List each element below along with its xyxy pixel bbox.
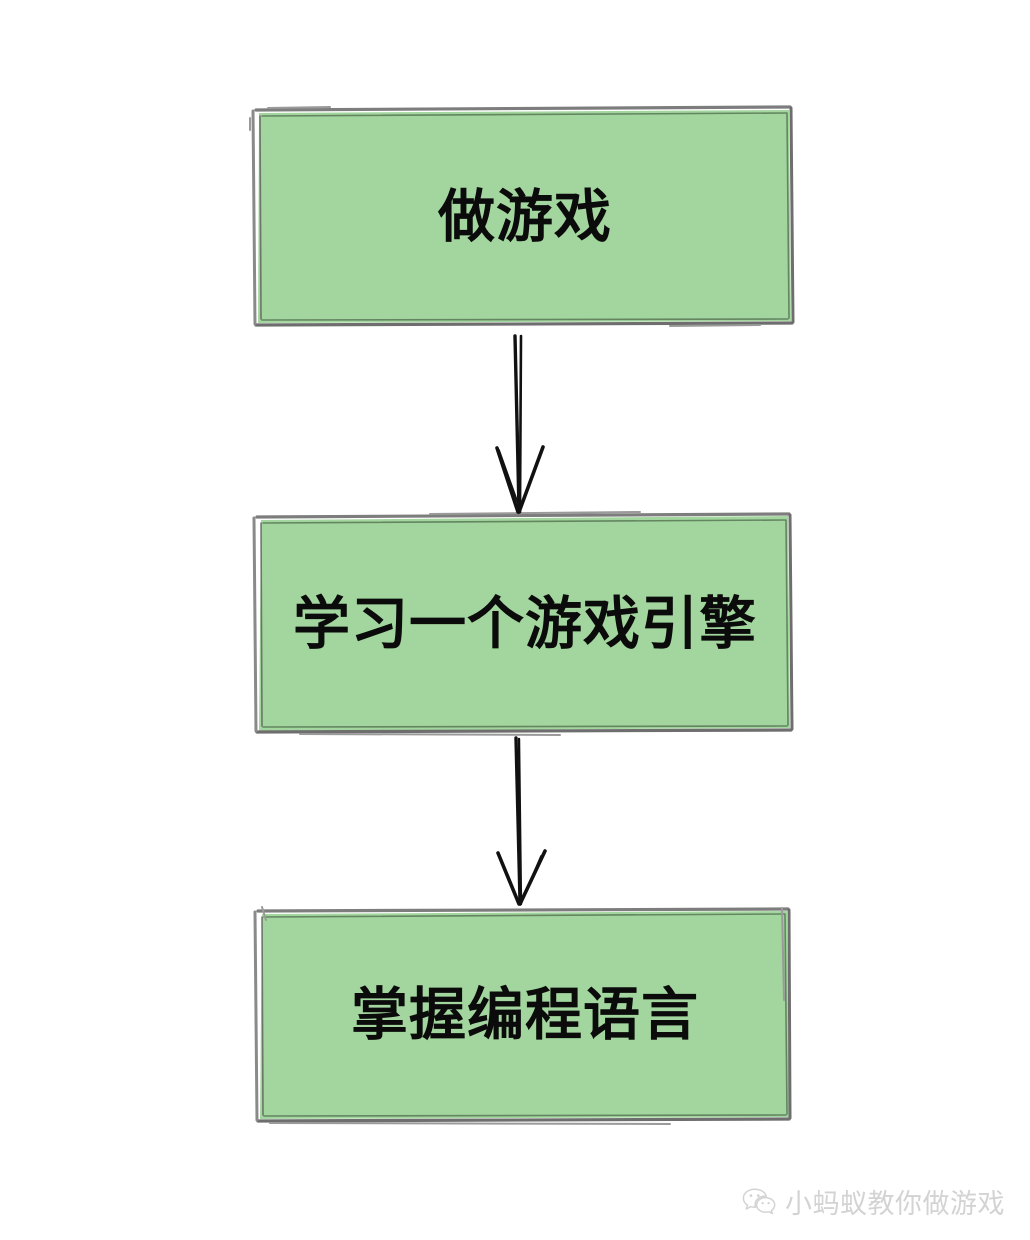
- edge-2-arrow: [496, 736, 547, 906]
- watermark-text: 小蚂蚁教你做游戏: [785, 1189, 1005, 1219]
- edge-1-arrow: [495, 334, 545, 514]
- node-2-label: 学习一个游戏引擎: [293, 591, 757, 656]
- node-3-label: 掌握编程语言: [351, 982, 699, 1047]
- flow-node-make-game[interactable]: 做游戏: [252, 106, 798, 328]
- wechat-icon: [742, 1187, 776, 1214]
- flow-node-master-programming-language[interactable]: 掌握编程语言: [252, 906, 798, 1124]
- watermark: 小蚂蚁教你做游戏: [742, 1182, 1005, 1221]
- flow-node-learn-game-engine[interactable]: 学习一个游戏引擎: [252, 512, 798, 736]
- node-1-label: 做游戏: [438, 184, 612, 249]
